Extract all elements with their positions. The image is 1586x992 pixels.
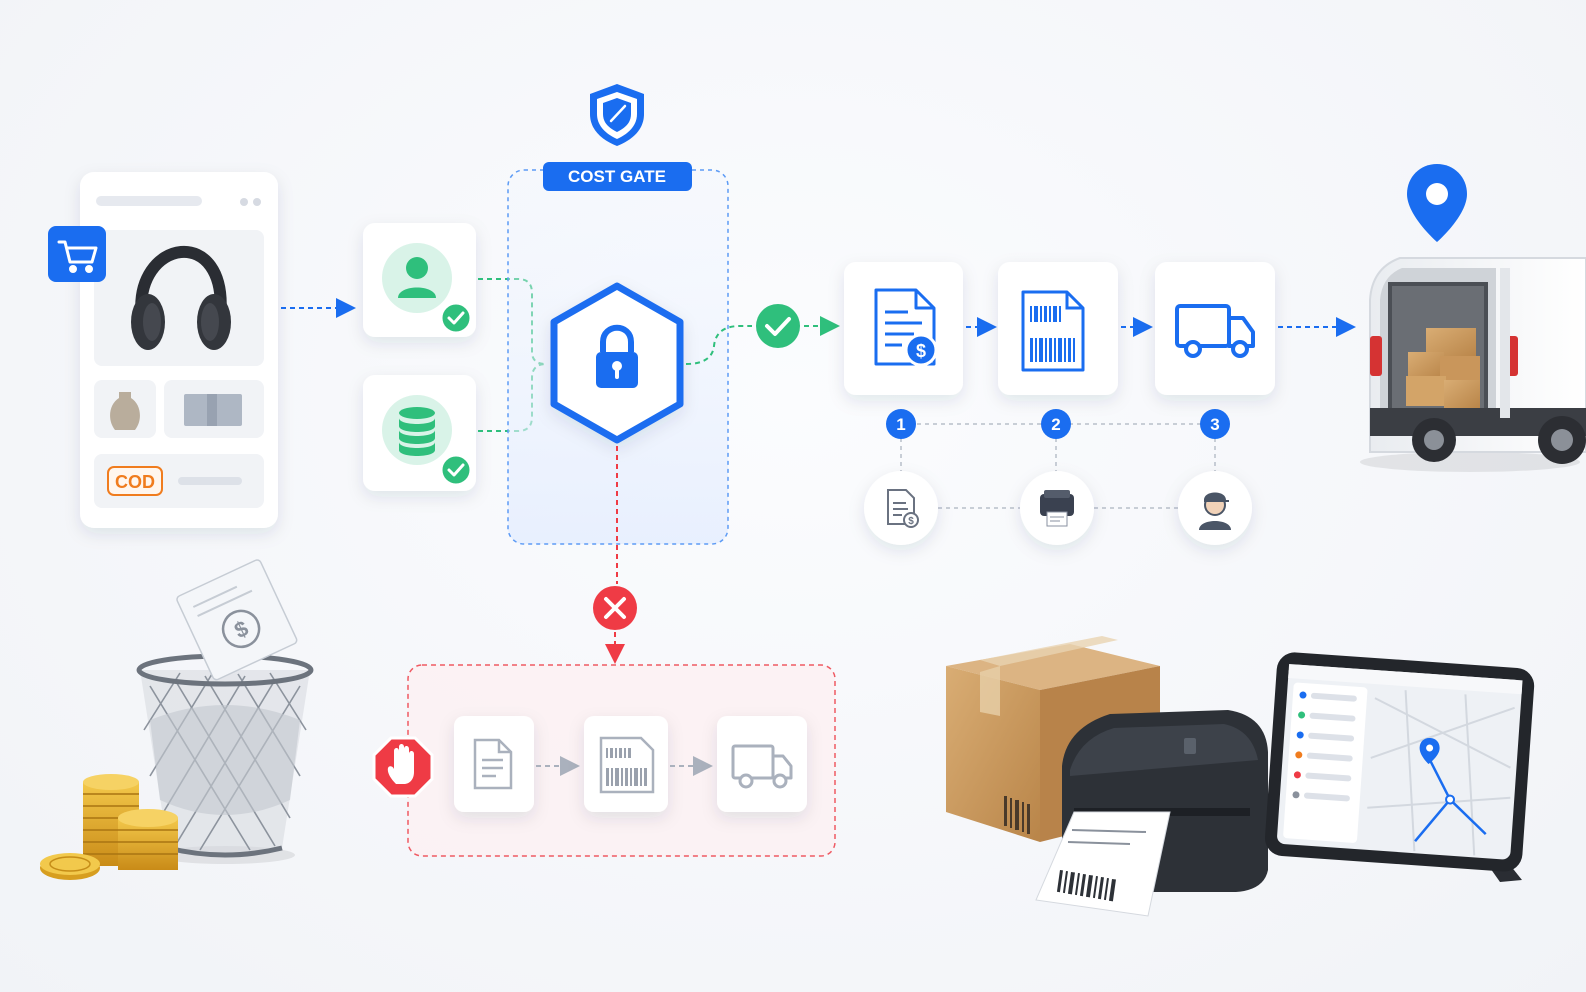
blocked-process-frame — [372, 664, 836, 857]
step-invoice-card: $ — [844, 262, 963, 395]
tracking-tablet — [1264, 652, 1535, 882]
svg-text:$: $ — [908, 516, 914, 527]
truck-icon — [731, 744, 793, 789]
stop-hand-icon — [372, 736, 434, 798]
step-truck-card — [1155, 262, 1275, 395]
vase-icon — [110, 392, 140, 430]
fabric-swatch-icon — [184, 394, 242, 426]
user-icon — [398, 257, 436, 298]
coin-stack-short — [118, 809, 178, 870]
cod-tag — [107, 466, 163, 496]
printer-icon — [1040, 490, 1074, 527]
approved-check-icon — [756, 304, 800, 348]
svg-text:3: 3 — [1210, 415, 1219, 434]
check-badge-icon — [439, 453, 473, 487]
shipping-label-icon — [1035, 811, 1171, 917]
discarded-invoice-icon: $ — [176, 559, 298, 681]
cost-gate: COST GATE — [507, 84, 729, 545]
location-pin-icon — [1407, 164, 1467, 242]
headphones-icon — [131, 245, 231, 350]
cod-tag-label: COD — [115, 472, 155, 492]
check-badge-icon — [439, 301, 473, 335]
cost-gate-badge — [543, 162, 692, 191]
barcode-label-icon — [1021, 290, 1085, 372]
delivery-truck-icon — [1175, 304, 1255, 358]
database-icon — [399, 407, 435, 456]
blocked-label-card — [584, 716, 668, 812]
wastebasket — [136, 653, 314, 864]
map-pin-icon — [1419, 738, 1440, 764]
database-check-card — [363, 375, 476, 491]
barcode-label-icon — [599, 736, 655, 794]
padlock-icon — [596, 324, 638, 388]
shield-icon — [590, 84, 644, 146]
step-number-3: 3 — [1200, 409, 1230, 439]
reject-x-icon — [593, 586, 637, 630]
card-title-placeholder — [96, 196, 202, 206]
blocked-invoice-card — [454, 716, 534, 812]
gate-lock — [550, 282, 684, 444]
step-number-1: 1 — [886, 409, 916, 439]
connector-gate-to-approved — [685, 325, 752, 365]
tracking-list — [1292, 691, 1357, 802]
document-icon — [473, 738, 513, 790]
svg-text:$: $ — [916, 341, 926, 361]
svg-text:2: 2 — [1051, 415, 1060, 434]
product-card: COD — [48, 172, 278, 528]
helper-invoice: $ — [864, 471, 938, 545]
box-barcode-icon — [1004, 796, 1030, 834]
invoice-doc-icon — [887, 489, 919, 528]
blocked-truck-card — [717, 716, 807, 812]
cost-gate-label: COST GATE — [568, 167, 666, 186]
step-number-2: 2 — [1041, 409, 1071, 439]
coin-stacks — [40, 774, 178, 880]
helper-courier — [1178, 471, 1252, 545]
cargo-boxes — [1406, 328, 1480, 408]
cart-badge — [48, 226, 106, 282]
svg-text:1: 1 — [896, 415, 905, 434]
courier-person-icon — [1199, 492, 1231, 530]
coin-stack-tall — [83, 774, 139, 866]
step-label-card — [998, 262, 1118, 395]
invoice-dollar-icon: $ — [874, 288, 938, 367]
customer-check-card — [363, 223, 476, 337]
map-view — [1367, 690, 1515, 856]
delivery-van — [1360, 257, 1586, 472]
helper-printer — [1020, 471, 1094, 545]
shopping-cart-icon — [57, 240, 98, 273]
label-printer — [1035, 710, 1268, 917]
loose-coin — [40, 853, 100, 880]
